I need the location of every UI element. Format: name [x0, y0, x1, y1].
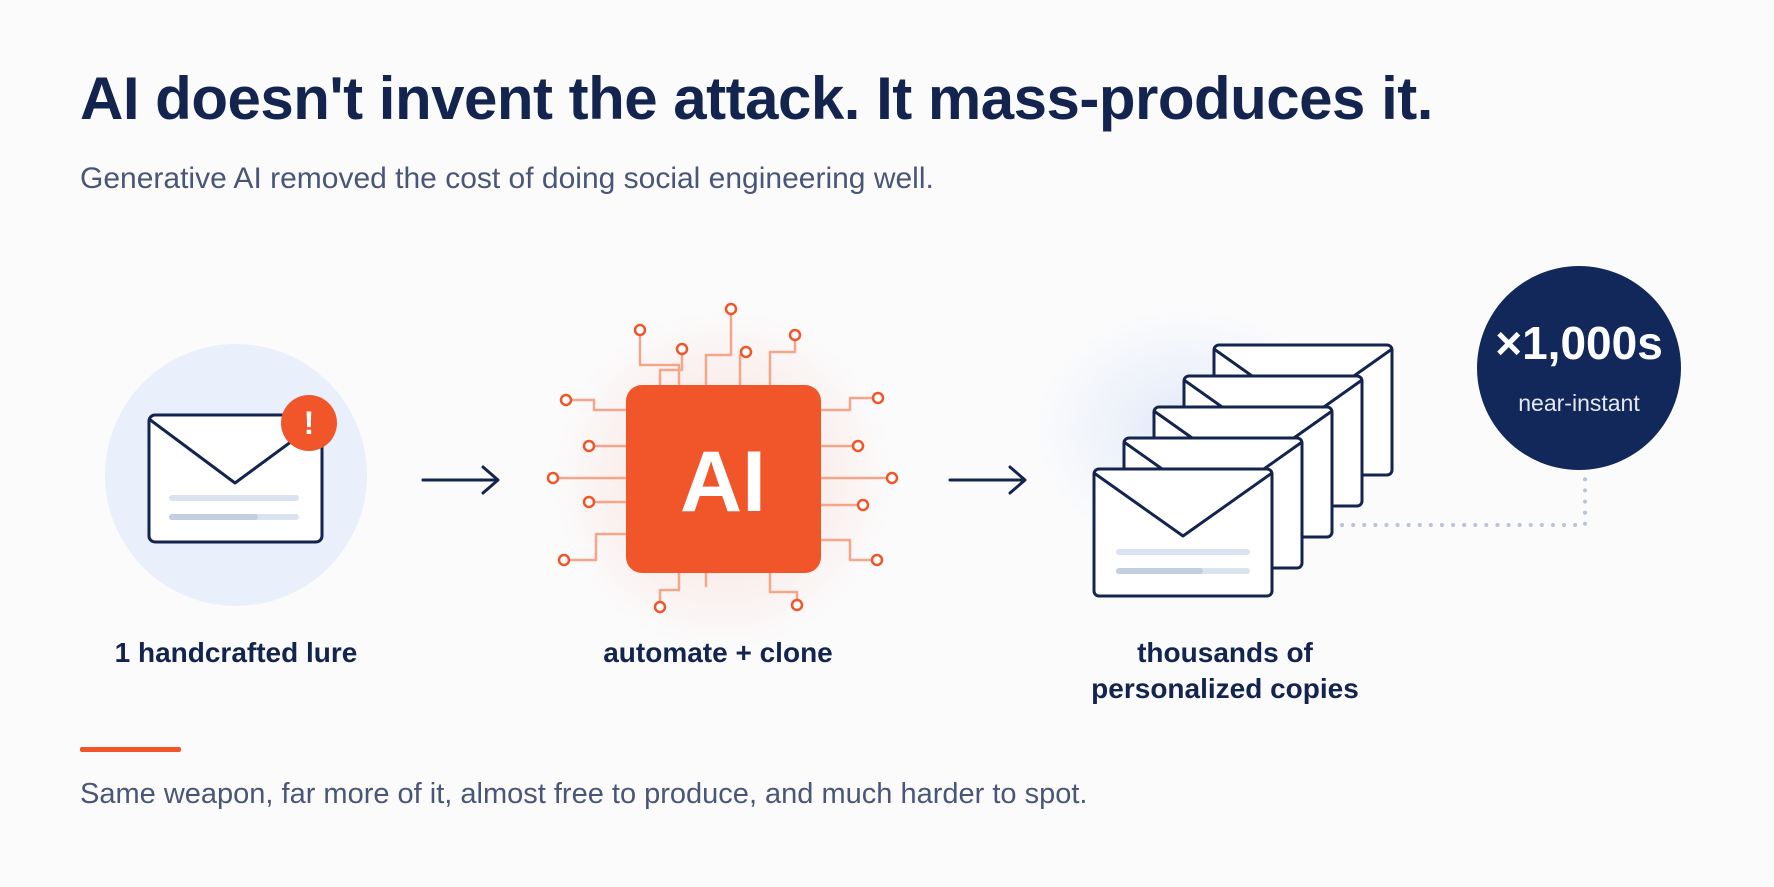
volume-callout-badge: ×1,000s near-instant — [1477, 266, 1681, 470]
ai-chip-icon: AI — [546, 302, 899, 650]
arrow-right-icon — [948, 465, 1027, 495]
step-label-personalized-copies: thousands of personalized copies — [1091, 637, 1359, 704]
volume-caption: near-instant — [1518, 390, 1640, 416]
envelope-stack-icon — [1035, 310, 1394, 598]
ai-chip-text: AI — [680, 434, 766, 530]
envelope-alert-icon: ! — [105, 344, 367, 606]
alert-badge-icon: ! — [281, 395, 337, 451]
volume-value: ×1,000s — [1495, 317, 1663, 369]
alert-glyph: ! — [304, 405, 315, 441]
step-label-automate-clone: automate + clone — [603, 637, 833, 668]
page-title: AI doesn't invent the attack. It mass-pr… — [80, 65, 1433, 132]
dotted-connector — [1340, 476, 1587, 527]
step-label-handcrafted-lure: 1 handcrafted lure — [114, 637, 358, 668]
page-subtitle: Generative AI removed the cost of doing … — [80, 162, 934, 195]
accent-divider — [80, 747, 181, 752]
arrow-right-icon — [421, 465, 500, 495]
footer-takeaway: Same weapon, far more of it, almost free… — [80, 778, 1088, 810]
